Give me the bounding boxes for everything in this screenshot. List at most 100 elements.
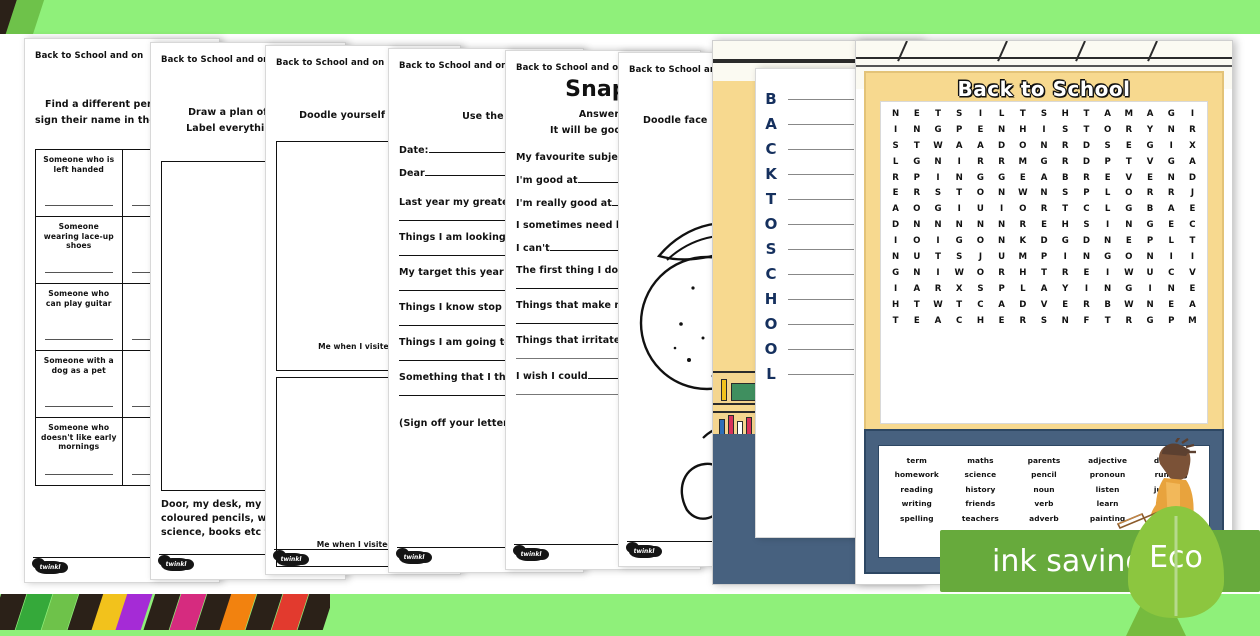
field-something-i-think[interactable]: Something that I thin is... — [399, 372, 573, 383]
grid-cell: T — [1041, 267, 1047, 278]
field-stop-me[interactable]: Things I know stop m — [399, 302, 573, 313]
signature-line[interactable] — [45, 272, 113, 274]
cell-label: Someone who can play guitar — [45, 289, 112, 308]
twinkl-logo[interactable]: twinkl — [513, 545, 549, 561]
acrostic-row[interactable]: L — [764, 365, 854, 383]
write-line[interactable] — [399, 254, 573, 256]
grid-cell: R — [1125, 315, 1133, 326]
field-make-me-laugh[interactable]: Things that make me l — [516, 300, 690, 311]
acrostic-row[interactable]: O — [764, 315, 854, 333]
acrostic-row[interactable]: A — [764, 115, 854, 133]
acrostic-row[interactable]: S — [764, 240, 854, 258]
write-line[interactable] — [516, 357, 690, 359]
grid-cell: T — [892, 315, 899, 326]
acrostic-row[interactable]: O — [764, 215, 854, 233]
grid-cell: N — [934, 220, 942, 231]
write-line[interactable] — [788, 273, 854, 275]
field-first-thing[interactable]: The first thing I do wh — [516, 265, 690, 276]
twinkl-logo[interactable]: twinkl — [32, 558, 68, 574]
table-cell[interactable]: Someone who is left handed — [36, 150, 123, 217]
grid-cell: V — [1040, 299, 1048, 310]
footer-divider — [274, 549, 452, 550]
signature-line[interactable] — [45, 339, 113, 341]
grid-cell: I — [1000, 204, 1004, 215]
grid-cell: W — [933, 299, 943, 310]
field-dear[interactable]: Dear — [399, 167, 573, 179]
field-greatest[interactable]: Last year my greatest — [399, 197, 573, 208]
write-line[interactable] — [399, 359, 573, 361]
write-line[interactable] — [399, 324, 573, 326]
write-line[interactable] — [788, 148, 854, 150]
acrostic-row[interactable]: O — [764, 340, 854, 358]
write-line[interactable] — [788, 98, 854, 100]
grid-cell: N — [1104, 236, 1112, 247]
grid-cell: U — [976, 204, 984, 215]
twinkl-logo[interactable]: twinkl — [396, 548, 432, 564]
grid-cell: B — [1146, 204, 1154, 215]
grid-cell: A — [1040, 172, 1048, 183]
field-date[interactable]: Date: — [399, 144, 573, 156]
grid-cell: T — [1104, 315, 1111, 326]
twinkl-logo[interactable]: twinkl — [158, 555, 194, 571]
write-line[interactable] — [788, 248, 854, 250]
table-cell[interactable]: Someone wearing lace-up shoes — [36, 217, 123, 284]
write-line[interactable] — [516, 393, 690, 395]
write-line[interactable] — [788, 223, 854, 225]
grid-cell: N — [1167, 124, 1175, 135]
twinkl-logo[interactable]: twinkl — [273, 550, 309, 566]
breadcrumb: Back to School and on — [399, 61, 508, 71]
cell-label: Someone wearing lace-up shoes — [43, 222, 114, 251]
table-cell[interactable]: Someone who can play guitar — [36, 284, 123, 351]
signature-line[interactable] — [45, 406, 113, 408]
field-label: Things I am going to — [399, 336, 512, 348]
grid-cell: P — [1168, 315, 1175, 326]
grid-cell: G — [1040, 156, 1048, 167]
acrostic-row[interactable]: C — [764, 265, 854, 283]
acrostic-row[interactable]: B — [764, 90, 854, 108]
table-cell[interactable]: Someone with a dog as a pet — [36, 351, 123, 418]
field-need-help[interactable]: I sometimes need help — [516, 220, 690, 231]
grid-cell: A — [1189, 299, 1196, 310]
field-cant[interactable]: I can't — [516, 242, 690, 254]
acrostic-row[interactable]: H — [764, 290, 854, 308]
grid-cell: I — [978, 109, 983, 119]
field-target[interactable]: My target this year is — [399, 267, 573, 278]
write-line[interactable] — [788, 298, 854, 300]
write-line[interactable] — [788, 198, 854, 200]
write-line[interactable] — [399, 289, 573, 291]
twinkl-logo-text: twinkl — [165, 561, 187, 568]
write-line[interactable] — [516, 287, 690, 289]
cell-label: Someone who is left handed — [43, 155, 115, 174]
write-line[interactable] — [516, 322, 690, 324]
acrostic-row[interactable]: K — [764, 165, 854, 183]
table-cell[interactable]: Someone who doesn't like early mornings — [36, 418, 123, 486]
worksheet-acrostic-poem[interactable]: B A C K T O S C H O O L — [755, 68, 863, 538]
field-looking-forward[interactable]: Things I am looking fo — [399, 232, 573, 243]
field-going-to[interactable]: Things I am going to — [399, 337, 573, 348]
signature-line[interactable] — [45, 205, 113, 207]
grid-cell: L — [998, 109, 1005, 119]
signature-line[interactable] — [45, 474, 113, 476]
grid-cell: E — [1104, 172, 1111, 183]
write-line[interactable] — [399, 219, 573, 221]
field-favourite-subject[interactable]: My favourite subject is — [516, 152, 690, 163]
grid-cell: I — [936, 172, 940, 183]
acrostic-row[interactable]: T — [764, 190, 854, 208]
write-line[interactable] — [788, 123, 854, 125]
field-irritate-me[interactable]: Things that irritate me — [516, 335, 690, 346]
write-line[interactable] — [788, 373, 854, 375]
write-line[interactable] — [399, 394, 573, 396]
write-line[interactable] — [788, 173, 854, 175]
grid-cell: K — [1019, 236, 1027, 247]
field-sign-off[interactable]: (Sign off your letter h — [399, 418, 573, 429]
twinkl-logo[interactable]: twinkl — [626, 542, 662, 558]
write-line[interactable] — [788, 348, 854, 350]
word-item: adverb — [1029, 513, 1059, 523]
instruction-line-2: Label everything and t — [186, 122, 310, 134]
write-line[interactable] — [788, 323, 854, 325]
acrostic-row[interactable]: C — [764, 140, 854, 158]
